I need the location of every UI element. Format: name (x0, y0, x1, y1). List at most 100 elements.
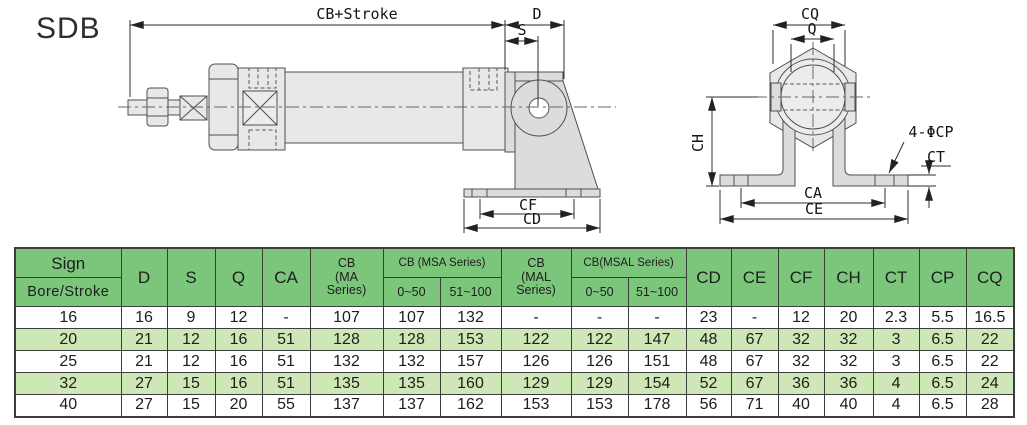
dim-holes-label: 4-ΦCP (908, 123, 953, 141)
cell: 20 (823, 306, 874, 329)
cell: 32 (777, 328, 825, 351)
cell: 51 (261, 372, 311, 395)
cell: 132 (382, 350, 441, 373)
dim-cf-label: CF (519, 196, 537, 214)
cell: 154 (627, 372, 687, 395)
cell: 16 (120, 306, 168, 329)
cell: 12 (166, 328, 216, 351)
table-row-bore-20: 20 21 12 16 51 128 128 153 122 122 147 4… (14, 328, 1015, 351)
cell: 153 (439, 328, 502, 351)
cell: 157 (439, 350, 502, 373)
dim-ch: CH (689, 96, 758, 187)
dim-ca: CA (740, 184, 886, 208)
cell: 16 (214, 350, 263, 373)
cell: 22 (965, 350, 1015, 373)
col-header-msa-51-100: 51~100 (439, 276, 502, 308)
dim-cf: CF (479, 196, 575, 219)
col-header-cb-msa: CB (MSA Series) (382, 247, 502, 278)
cell: 162 (439, 394, 502, 417)
cell: 21 (120, 350, 168, 373)
dim-s-label: S (517, 21, 526, 39)
dim-cb-stroke-label: CB+Stroke (316, 5, 397, 23)
rear-port (469, 67, 498, 91)
cell: 36 (777, 372, 825, 395)
dim-ca-label: CA (804, 184, 822, 202)
cell: 128 (309, 328, 384, 351)
cell: 27 (120, 394, 168, 417)
bore-cell: 32 (14, 372, 122, 395)
cell: 135 (309, 372, 384, 395)
cell: 12 (214, 306, 263, 329)
clevis-bracket (463, 71, 601, 198)
pivot-pin-hole (528, 97, 550, 119)
cell: 22 (965, 328, 1015, 351)
cell: 153 (500, 394, 572, 417)
col-header-msa-0-50: 0~50 (382, 276, 441, 308)
sign-label: Sign (16, 249, 120, 278)
col-header-ct: CT (872, 247, 920, 307)
cell: 178 (627, 394, 687, 417)
cell: 2.3 (872, 306, 920, 329)
cell: 9 (166, 306, 216, 329)
cell: 32 (777, 350, 825, 373)
cell: 6.5 (918, 372, 967, 395)
cell: 51 (261, 328, 311, 351)
cell: 52 (685, 372, 732, 395)
cell: 16.5 (965, 306, 1015, 329)
dim-q: Q (790, 20, 835, 72)
col-header-ch: CH (823, 247, 874, 307)
cell: 132 (309, 350, 384, 373)
cell: 129 (500, 372, 572, 395)
cell: 48 (685, 328, 732, 351)
dim-ct-label: CT (927, 148, 945, 166)
cell: 67 (730, 350, 779, 373)
cell: 21 (120, 328, 168, 351)
cell: 4 (872, 394, 920, 417)
dim-mounting-holes: 4-ΦCP (888, 123, 954, 174)
cell: 40 (777, 394, 825, 417)
rod-nut (146, 87, 169, 127)
cell: 15 (166, 394, 216, 417)
dim-ce: CE (719, 190, 909, 224)
cell: 24 (965, 372, 1015, 395)
cell: 40 (823, 394, 874, 417)
dim-ct: CT (908, 148, 951, 208)
cell: 36 (823, 372, 874, 395)
cell: 20 (214, 394, 263, 417)
cell: 137 (309, 394, 384, 417)
col-header-ca: CA (261, 247, 311, 307)
technical-drawings: CB+Stroke D S CF CD (118, 5, 954, 233)
dim-ce-label: CE (805, 200, 823, 218)
dim-d-label: D (532, 5, 541, 23)
front-port (248, 67, 277, 89)
dim-cd: CD (463, 199, 601, 233)
col-header-cd: CD (685, 247, 732, 307)
cell: 135 (382, 372, 441, 395)
col-header-d: D (120, 247, 168, 307)
cell: 3 (872, 328, 920, 351)
col-header-cq: CQ (965, 247, 1015, 307)
cell: 28 (965, 394, 1015, 417)
cell: 23 (685, 306, 732, 329)
product-code: SDB (36, 12, 101, 45)
cell: 3 (872, 350, 920, 373)
side-view-drawing: CB+Stroke D S CF CD (118, 5, 616, 233)
cell: - (261, 306, 311, 329)
cell: 122 (570, 328, 629, 351)
cell: - (627, 306, 687, 329)
cell: 107 (382, 306, 441, 329)
cell: 16 (214, 372, 263, 395)
cell: - (570, 306, 629, 329)
cell: 6.5 (918, 394, 967, 417)
cell: 126 (570, 350, 629, 373)
col-header-sign-bore-stroke: Sign Bore/Stroke (14, 247, 122, 307)
cell: - (500, 306, 572, 329)
cell: 132 (439, 306, 502, 329)
cell: 151 (627, 350, 687, 373)
cell: 6.5 (918, 328, 967, 351)
cell: 55 (261, 394, 311, 417)
dim-d: D (505, 5, 565, 79)
cell: 107 (309, 306, 384, 329)
col-header-cf: CF (777, 247, 825, 307)
